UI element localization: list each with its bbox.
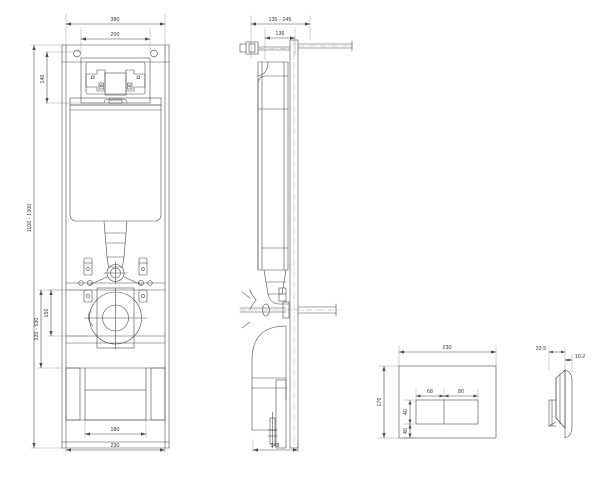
dimtext-floor-offset-range: 320 - 530 (34, 318, 40, 341)
dim-cistern-depth (264, 36, 296, 40)
dimtext-base-depth: 148 (271, 443, 280, 449)
dim-small-button-width (415, 394, 445, 398)
dim-plate-height (382, 365, 386, 439)
dim-cistern-head-height (45, 51, 49, 104)
dimtext-frame-depth-range: 135 - 245 (269, 17, 292, 23)
view-flush-plate-side (548, 347, 573, 439)
view-front-elevation (30, 13, 170, 453)
side-pan-connector (251, 325, 287, 449)
dimension-text-layer: 380 200 140 1100 - 1300 150 320 - 530 18… (27, 17, 585, 449)
dimtext-cistern-depth: 136 (276, 31, 285, 37)
dimtext-overall-install-height: 1100 - 1300 (27, 204, 33, 232)
dimtext-small-button-width: 68 (427, 389, 433, 395)
dim-plate-projection (548, 350, 566, 354)
dimtext-waste-outlet-height: 150 (44, 309, 50, 318)
dimtext-mounting-bracket-width: 200 (111, 32, 120, 38)
dim-base-depth (252, 448, 299, 452)
view-side-elevation (239, 15, 353, 453)
front-cistern-body (69, 97, 162, 222)
dim-frame-outer-width (65, 22, 166, 26)
side-upright-post (289, 39, 299, 449)
dim-overall-install-height (32, 44, 36, 449)
dimtext-frame-outer-width: 380 (111, 17, 120, 23)
view-flush-plate-front (377, 344, 497, 439)
dim-mounting-bracket-width (80, 37, 151, 41)
dimtext-cistern-head-height: 140 (40, 75, 46, 84)
front-fixing-studs (78, 257, 153, 303)
plate-extension-lines (377, 344, 497, 439)
side-waste-outlet-bar (239, 289, 341, 329)
dim-plate-width (398, 350, 497, 354)
dim-waste-outlet-height (49, 289, 53, 337)
dimtext-button-bottom-offset: 40 (403, 428, 409, 434)
side-flush-cone (263, 269, 289, 305)
dimtext-plate-height: 170 (377, 398, 383, 407)
flush-plate-outline (398, 365, 497, 439)
front-service-opening-detail (80, 57, 151, 104)
side-cistern-body (257, 61, 289, 271)
front-waste-outlet (83, 261, 148, 350)
dim-frame-depth-range (250, 22, 311, 26)
dimtext-foot-outer-width: 230 (111, 443, 120, 449)
dim-plate-thickness (564, 358, 573, 362)
side-foot-detail (267, 411, 278, 449)
dim-large-button-width (443, 394, 479, 398)
dim-floor-offset-range (39, 289, 43, 369)
flush-plate-profile (548, 369, 573, 439)
dimtext-plate-width: 230 (443, 345, 452, 351)
dim-foot-outer-width (65, 448, 166, 452)
dimtext-foot-inner-width: 180 (111, 427, 120, 433)
side-top-wall-fixing (239, 40, 353, 55)
dimtext-plate-thickness: 10.2 (575, 354, 586, 360)
dimtext-large-button-width: 80 (458, 389, 464, 395)
dim-button-height (408, 399, 412, 425)
front-base-plate (65, 367, 166, 421)
dimtext-button-height: 40 (403, 409, 409, 415)
dimtext-plate-projection: 33.5 (536, 346, 547, 352)
dim-button-bottom-offset (408, 423, 412, 439)
dim-foot-inner-width (84, 432, 147, 436)
